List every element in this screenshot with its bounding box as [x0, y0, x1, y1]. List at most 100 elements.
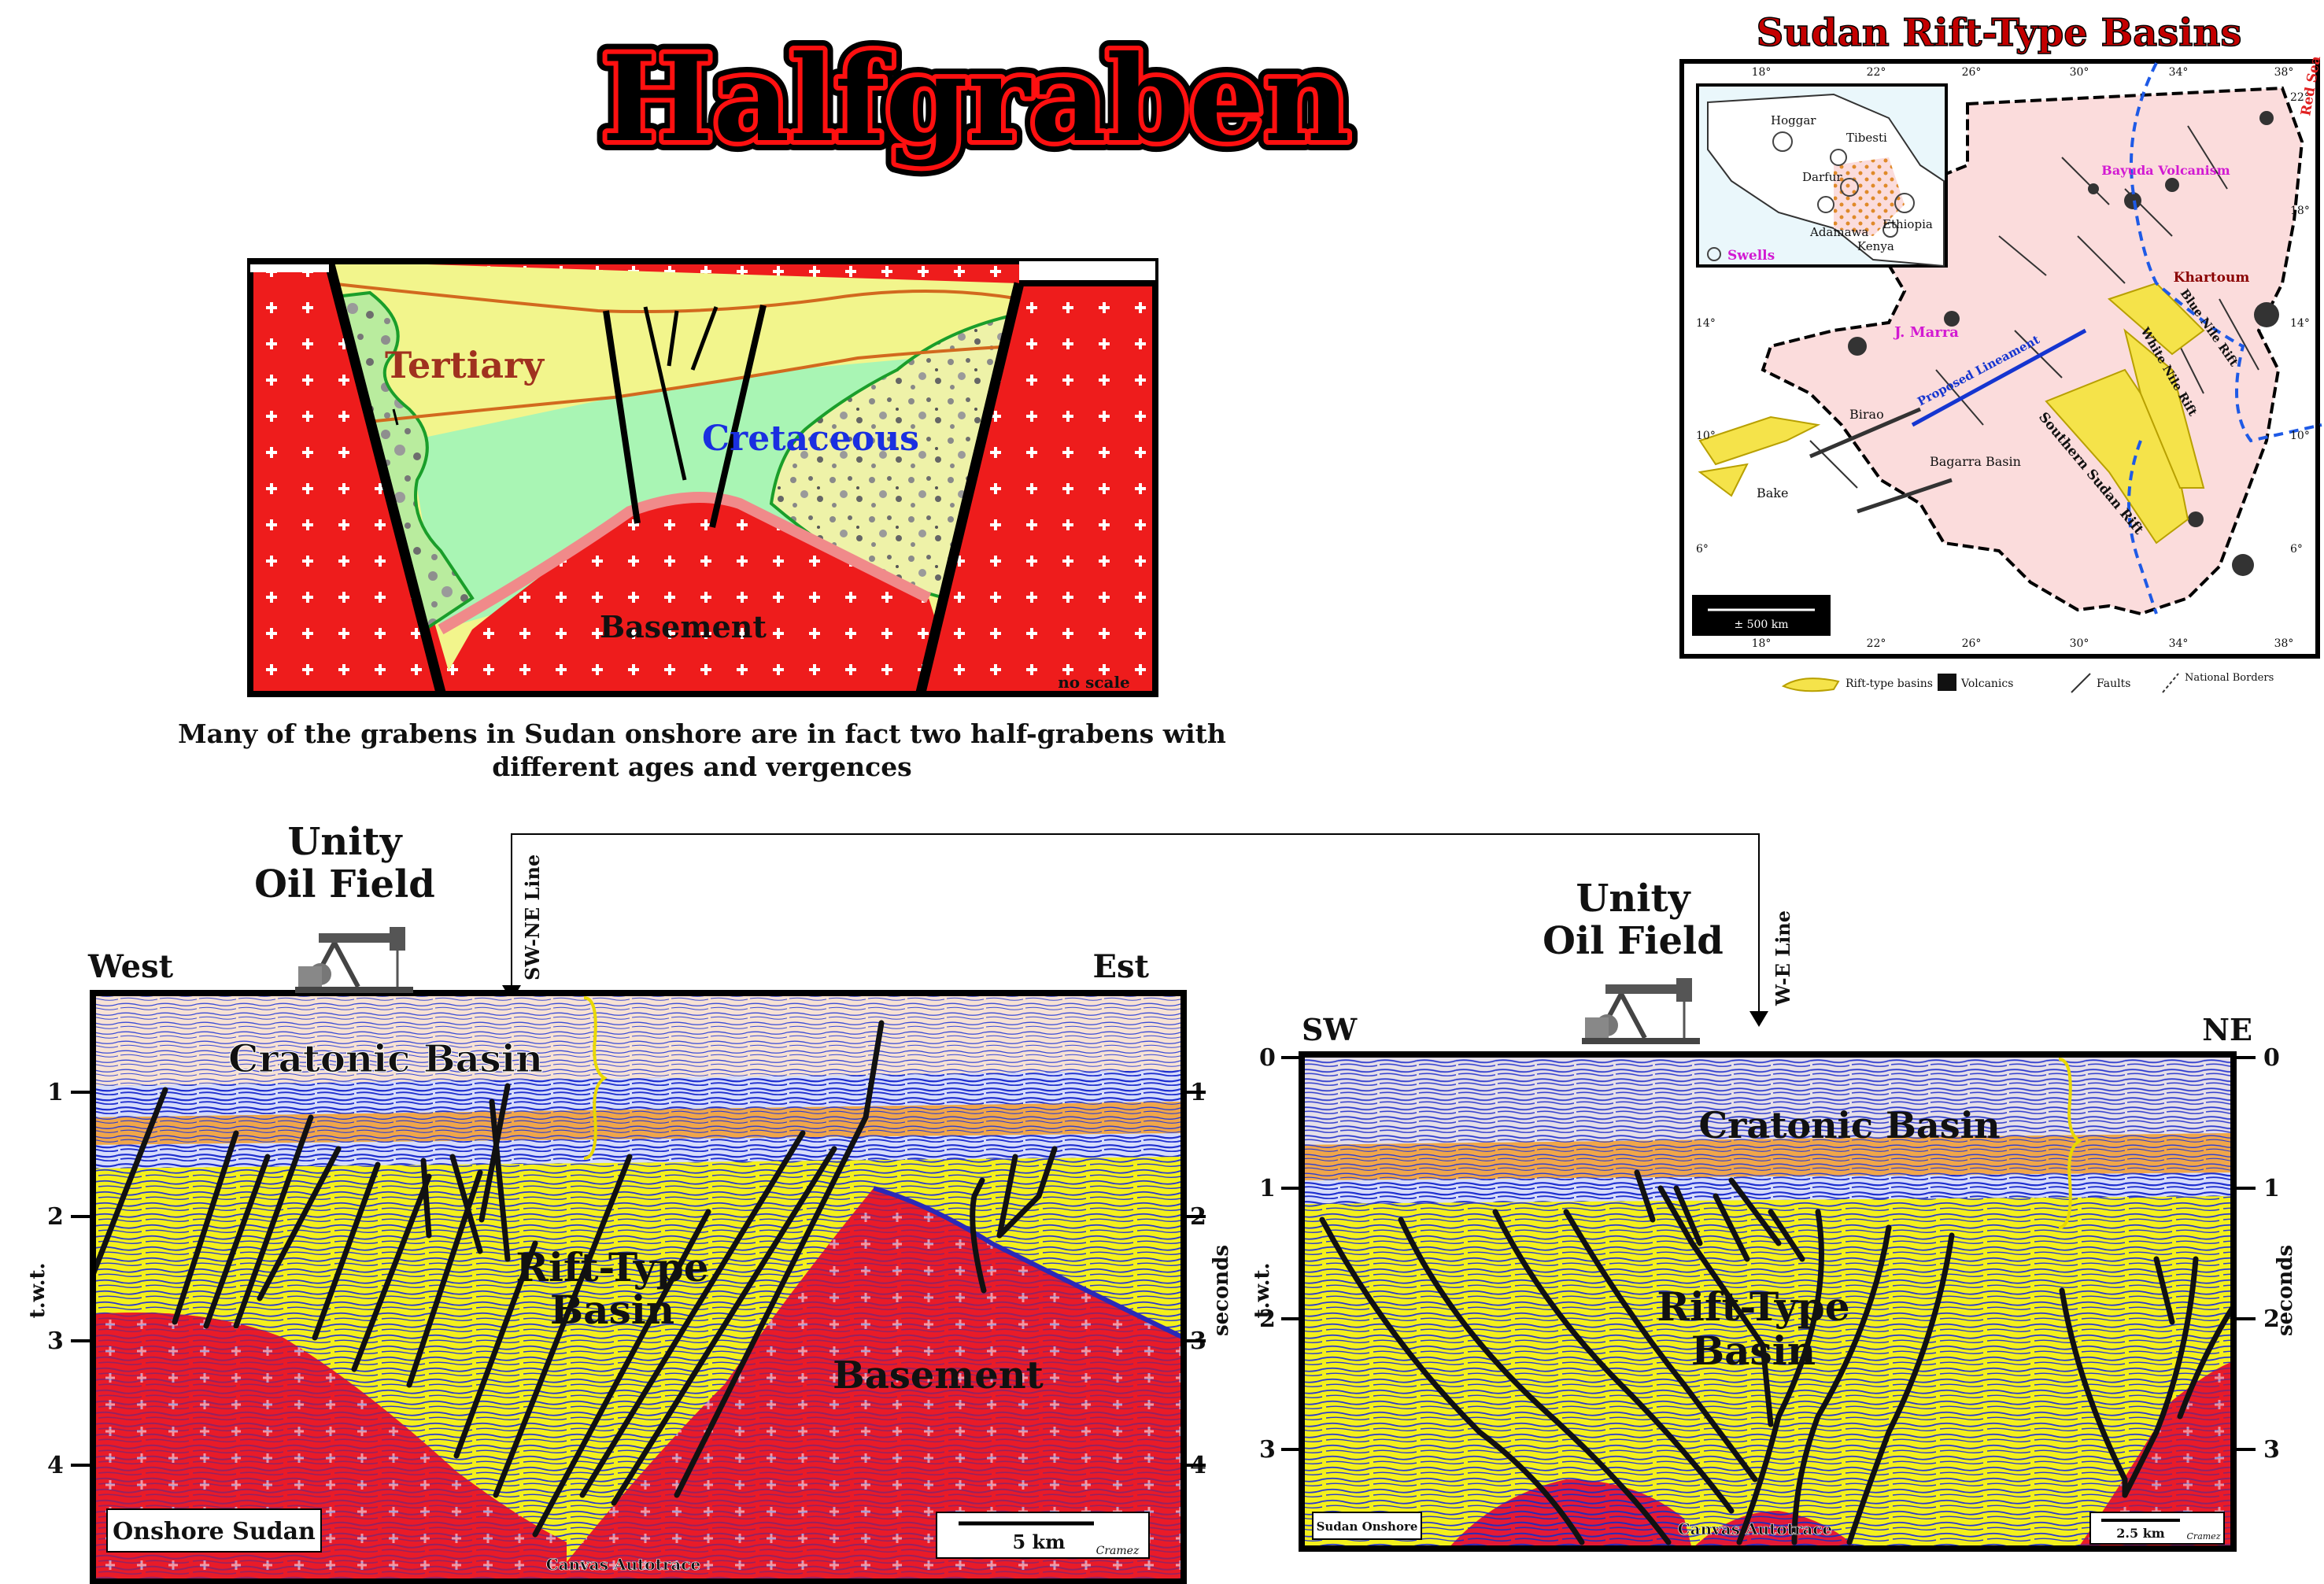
right-axis-label: seconds — [1210, 1245, 1233, 1336]
halfgraben-diagram — [250, 261, 1155, 694]
svg-text:22°: 22° — [1867, 637, 1886, 650]
diagram-frame — [247, 258, 1158, 697]
seismic-section-right: Unity Oil Field SW NE Cratonic Basin Rif… — [1251, 877, 2297, 1552]
svg-text:1: 1 — [1259, 1175, 1276, 1202]
svg-text:Cramez: Cramez — [2187, 1531, 2221, 1542]
right-left-axis-label: t.w.t. — [1251, 1263, 1274, 1319]
svg-text:Swells: Swells — [1727, 248, 1775, 264]
svg-text:Bake: Bake — [1757, 486, 1788, 500]
line-location-connector: SW-NE Line W-E Line — [502, 833, 1794, 1027]
west-label: West — [87, 948, 174, 985]
svg-text:22°: 22° — [1867, 66, 1886, 79]
svg-text:30°: 30° — [2070, 637, 2089, 650]
svg-text:22°: 22° — [2290, 91, 2310, 104]
left-field-title-1: Unity — [287, 820, 403, 864]
no-scale-label: no scale — [1058, 673, 1130, 692]
svg-text:Volcanics: Volcanics — [1960, 678, 2013, 690]
svg-text:3: 3 — [1259, 1436, 1276, 1464]
svg-text:Ethiopia: Ethiopia — [1882, 217, 1933, 231]
left-corner-label: Onshore Sudan — [113, 1518, 316, 1545]
svg-text:4: 4 — [47, 1452, 64, 1479]
cretaceous-label: Cretaceous — [702, 419, 919, 459]
right-field-title-1: Unity — [1576, 877, 1691, 921]
sw-ne-line-label: SW-NE Line — [521, 855, 544, 980]
svg-text:1: 1 — [2263, 1175, 2280, 1202]
left-cratonic-label: Cratonic Basin — [228, 1037, 543, 1081]
right-corner-label: Sudan Onshore — [1317, 1519, 1418, 1534]
caption-line1: Many of the grabens in Sudan onshore are… — [178, 718, 1226, 749]
pumpjack-icon-right — [1582, 978, 1700, 1044]
caption-line2: different ages and vergences — [492, 751, 912, 782]
svg-text:18°: 18° — [2290, 205, 2310, 217]
svg-text:Bagarra Basin: Bagarra Basin — [1930, 454, 2021, 469]
right-scale-label: 2.5 km — [2116, 1526, 2164, 1541]
right-rift-label-2: Basin — [1691, 1327, 1816, 1374]
svg-text:26°: 26° — [1962, 66, 1982, 79]
svg-text:34°: 34° — [2169, 66, 2189, 79]
east-label: Est — [1093, 948, 1150, 985]
pumpjack-icon — [295, 927, 413, 993]
svg-text:Halfgraben: Halfgraben — [602, 30, 1350, 168]
svg-text:14°: 14° — [1696, 317, 1716, 330]
svg-text:Khartoum: Khartoum — [2174, 270, 2250, 286]
svg-text:National Borders: National Borders — [2185, 672, 2274, 684]
svg-text:30°: 30° — [2070, 66, 2089, 79]
right-field-title-2: Oil Field — [1543, 919, 1724, 963]
svg-text:Tibesti: Tibesti — [1846, 131, 1887, 145]
svg-text:3: 3 — [47, 1327, 64, 1355]
svg-text:34°: 34° — [2169, 637, 2189, 650]
svg-text:38°: 38° — [2274, 66, 2294, 79]
svg-text:± 500 km: ± 500 km — [1734, 618, 1788, 631]
svg-text:Rift-type basins: Rift-type basins — [1846, 678, 1933, 690]
svg-text:Cramez: Cramez — [1096, 1545, 1140, 1557]
svg-text:2: 2 — [1259, 1305, 1276, 1333]
right-cratonic-label: Cratonic Basin — [1698, 1104, 2000, 1146]
svg-text:Bayuda Volcanism: Bayuda Volcanism — [2101, 163, 2230, 178]
svg-text:Halfgraben: Halfgraben — [602, 30, 1350, 168]
blue-nile-rift — [2108, 282, 2205, 356]
ne-label: NE — [2202, 1012, 2252, 1047]
svg-text:2: 2 — [2263, 1305, 2280, 1333]
svg-text:Faults: Faults — [2097, 678, 2130, 690]
western-basin — [1698, 415, 1821, 466]
seismic-section-left: Unity Oil Field West Est Cratonic Basin … — [26, 820, 1233, 1584]
sudan-map: Sudan Rift-Type Basins — [1679, 10, 2324, 693]
white-nile-rift — [2123, 328, 2205, 489]
sw-label: SW — [1302, 1012, 1358, 1047]
main-title: Halfgraben Halfgraben Halfgraben — [592, 20, 1361, 179]
left-scale-label: 5 km — [1012, 1530, 1065, 1553]
left-axis-label: t.w.t. — [26, 1263, 50, 1319]
right-right-axis-label: seconds — [2274, 1245, 2297, 1336]
svg-text:26°: 26° — [1962, 637, 1982, 650]
svg-text:14°: 14° — [2290, 317, 2310, 330]
basement-dome — [441, 497, 956, 685]
left-basement-label: Basement — [833, 1353, 1044, 1398]
svg-text:1: 1 — [47, 1079, 64, 1106]
svg-text:6°: 6° — [1696, 543, 1709, 556]
tertiary-label: Tertiary — [385, 344, 545, 386]
svg-text:2: 2 — [47, 1203, 64, 1231]
svg-text:0: 0 — [2263, 1044, 2280, 1072]
svg-text:Kenya: Kenya — [1857, 239, 1894, 253]
left-rift-label-2: Basin — [550, 1287, 674, 1333]
svg-text:38°: 38° — [2274, 637, 2294, 650]
right-rift-label-1: Rift-Type — [1657, 1283, 1849, 1330]
svg-text:6°: 6° — [2290, 543, 2303, 556]
svg-text:3: 3 — [2263, 1436, 2280, 1464]
svg-text:Birao: Birao — [1849, 407, 1884, 422]
basement-label: Basement — [600, 609, 767, 644]
svg-text:18°: 18° — [1752, 637, 1772, 650]
w-e-line-label: W-E Line — [1772, 910, 1794, 1006]
map-title: Sudan Rift-Type Basins — [1757, 11, 2242, 55]
svg-text:Adamawa: Adamawa — [1809, 225, 1868, 239]
svg-text:10°: 10° — [1696, 430, 1716, 442]
svg-text:0: 0 — [1259, 1044, 1276, 1072]
svg-text:Canvas Autotrace: Canvas Autotrace — [1678, 1519, 1833, 1538]
svg-text:Darfur: Darfur — [1802, 170, 1842, 184]
svg-text:Canvas Autotrace: Canvas Autotrace — [546, 1555, 701, 1574]
left-field-title-2: Oil Field — [254, 862, 435, 906]
svg-text:Halfgraben: Halfgraben — [602, 30, 1350, 168]
svg-text:18°: 18° — [1752, 66, 1772, 79]
svg-text:10°: 10° — [2290, 430, 2310, 442]
